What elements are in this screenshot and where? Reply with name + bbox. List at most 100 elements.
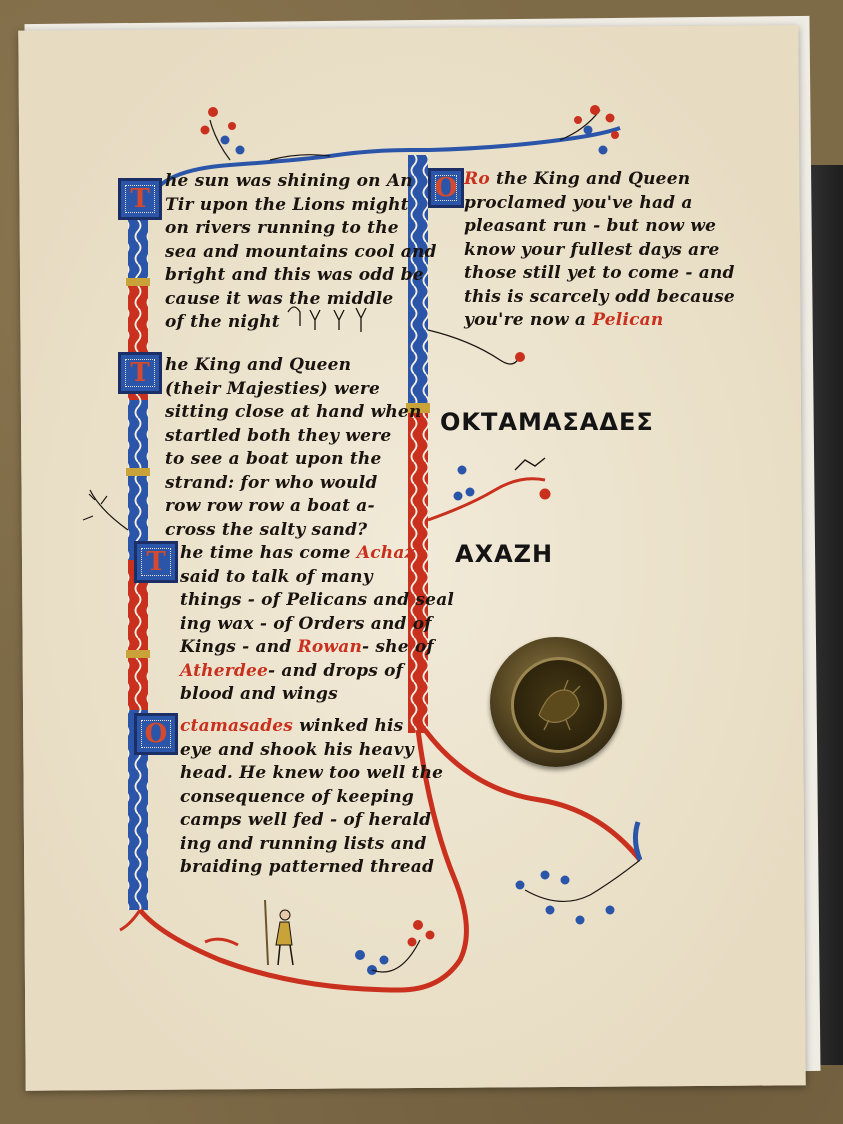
verse-text: cross the salty sand? — [165, 519, 368, 540]
pilgrim-figure-drawing — [204, 899, 294, 966]
rubricated-name: Achaz — [356, 543, 415, 563]
verse-line: on rivers running to the — [165, 217, 415, 241]
top-arch-flourish — [148, 126, 621, 201]
signature-achaz: ΑΧΑΖΗ — [455, 540, 554, 568]
verse-line: consequence of keeping — [180, 786, 430, 810]
rubricated-name: Ro — [464, 169, 490, 189]
verse-line: camps well fed - of herald — [180, 809, 432, 833]
illuminated-capital-3: T — [134, 541, 178, 583]
verse-line: he time has come Achaz — [180, 542, 430, 566]
verse-line: of the night — [165, 311, 415, 335]
verse-line: Kings - and Rowan- she of — [180, 636, 434, 660]
verse-text: of the night — [165, 312, 280, 332]
rubricated-name: Pelican — [592, 310, 664, 330]
verse-text: to see a boat upon the — [165, 449, 382, 469]
capital-letter: T — [146, 547, 166, 577]
verse-line: ing and running lists and — [180, 833, 430, 857]
verse-text: said to talk of many — [180, 566, 373, 587]
verse-text: eye and shook his heavy — [180, 739, 414, 760]
verse-line: Tir upon the Lions might — [165, 194, 415, 218]
capital-letter: T — [130, 358, 150, 388]
capital-letter: O — [434, 173, 458, 203]
verse-text: you're now a — [464, 310, 593, 330]
illuminated-capital-1: T — [118, 178, 162, 220]
verse-text: he sun was shining on An — [165, 171, 413, 191]
verse-line: Ro the King and Queen — [464, 168, 724, 192]
illuminated-capital-4: O — [134, 713, 178, 755]
verse-line: Atherdee- and drops of — [180, 660, 430, 684]
verse-text: ing and running lists and — [180, 833, 427, 854]
illuminated-capital-right: O — [428, 168, 464, 208]
verse-text: (their Majesties) were — [165, 378, 381, 399]
verse-line: cause it was the middle — [165, 288, 415, 312]
verse-line: cross the salty sand? — [165, 519, 415, 543]
vine-left-margin — [82, 489, 129, 531]
rubricated-name: Rowan — [297, 637, 363, 657]
capital-letter: T — [130, 184, 150, 214]
verse-text: bright and this was odd be — [165, 265, 424, 285]
verse-text: pleasant run - but now we — [464, 216, 717, 236]
verse-line: braiding patterned thread — [180, 856, 434, 880]
capital-letter: O — [144, 719, 168, 749]
verse-text: he King and Queen — [165, 355, 352, 375]
verse-text: - and drops of — [268, 660, 404, 681]
verse-line: he King and Queen — [165, 354, 415, 378]
verse-text: winked his — [293, 716, 404, 736]
verse-text: know your fullest days are — [464, 239, 720, 260]
rubricated-name: Atherdee — [180, 660, 268, 681]
verse-line: to see a boat upon the — [165, 448, 415, 472]
signature-octamasades: ΟΚΤΑΜΑΣΑΔΕΣ — [440, 408, 654, 436]
stanza-1: he sun was shining on An Tir upon the Lio… — [165, 170, 436, 335]
wax-seal — [490, 637, 622, 767]
stanza-2: he King and Queen (their Majesties) were s… — [165, 354, 421, 543]
flower-mid-right — [453, 352, 551, 501]
verse-text: sitting close at hand when — [165, 402, 422, 422]
verse-text: Tir upon the Lions might — [165, 194, 409, 215]
verse-line: you're now a Pelican — [464, 309, 724, 333]
verse-text: things - of Pelicans and seal — [180, 590, 455, 610]
verse-line: bright and this was odd be — [165, 264, 424, 288]
verse-text: cause it was the middle — [165, 288, 394, 309]
verse-line: startled both they were — [165, 425, 415, 449]
verse-text: head. He knew too well the — [180, 763, 444, 783]
verse-line: strand: for who would — [165, 472, 415, 496]
verse-text: braiding patterned thread — [180, 857, 435, 877]
rune-marks — [287, 306, 367, 332]
verse-line: head. He knew too well the — [180, 762, 443, 786]
verse-line: sea and mountains cool and — [165, 241, 436, 265]
flower-cluster-bottom — [355, 920, 435, 975]
verse-text: consequence of keeping — [180, 786, 414, 807]
flower-cluster-top-right — [559, 105, 619, 155]
verse-line: pleasant run - but now we — [464, 215, 724, 239]
verse-line: those still yet to come - and — [464, 262, 734, 286]
illuminated-capital-2: T — [118, 352, 162, 394]
verse-text: this is scarcely odd because — [464, 286, 735, 307]
verse-line: eye and shook his heavy — [180, 739, 430, 763]
lower-tail-left — [138, 729, 469, 993]
verse-text: sea and mountains cool and — [165, 241, 437, 262]
verse-text: row row row a boat a- — [165, 496, 375, 516]
verse-line: ing wax - of Orders and of — [180, 613, 432, 637]
flower-cluster-bottom-right — [515, 821, 643, 925]
verse-line: said to talk of many — [180, 566, 430, 590]
verse-line: this is scarcely odd because — [464, 286, 735, 310]
verse-text: blood and wings — [180, 684, 338, 704]
verse-text: strand: for who would — [165, 472, 378, 493]
flower-cluster-top-left — [200, 107, 245, 161]
verse-line: blood and wings — [180, 683, 430, 707]
seal-emblem-icon — [538, 679, 581, 731]
verse-text: Kings - and — [180, 637, 298, 657]
verse-line: things - of Pelicans and seal — [180, 589, 454, 613]
verse-line: row row row a boat a- — [165, 495, 415, 519]
verse-text: startled both they were — [165, 425, 392, 446]
verse-line: ctamasades winked his — [180, 715, 430, 739]
verse-line: (their Majesties) were — [165, 378, 415, 402]
verse-text: camps well fed - of herald — [180, 810, 432, 830]
verse-text: proclamed you've had a — [464, 192, 693, 213]
verse-line: proclamed you've had a — [464, 192, 724, 216]
verse-line: he sun was shining on An — [165, 170, 415, 194]
